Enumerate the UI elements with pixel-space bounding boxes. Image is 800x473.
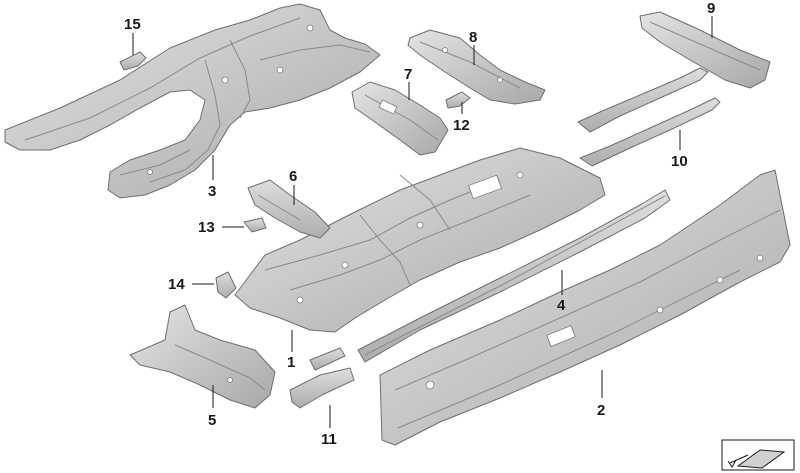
part-bracket-12 <box>445 91 471 109</box>
part-crossmember-7 <box>351 81 449 156</box>
callout-14: 14 <box>168 276 185 293</box>
callout-5: 5 <box>208 412 216 429</box>
callout-15: 15 <box>124 16 141 33</box>
callout-3: 3 <box>208 183 216 200</box>
callout-4: 4 <box>557 297 566 314</box>
callout-2: 2 <box>597 402 605 419</box>
callout-11: 11 <box>321 431 337 448</box>
callout-7: 7 <box>404 66 412 83</box>
orientation-icon <box>721 439 795 471</box>
callout-9: 9 <box>707 0 715 17</box>
part-bracket-15 <box>119 51 147 71</box>
part-side-panel-2 <box>379 169 791 446</box>
part-rails-10 <box>577 67 721 167</box>
part-main-floor <box>234 147 606 333</box>
callout-12: 12 <box>453 117 470 134</box>
callout-8: 8 <box>469 29 477 46</box>
part-bracket-13 <box>243 217 267 233</box>
part-bracket-14 <box>215 271 237 299</box>
callout-labels: 1 2 3 4 5 6 7 8 9 10 11 12 13 14 15 <box>124 0 715 448</box>
part-bracket-6 <box>247 179 331 239</box>
part-rail-8 <box>407 29 546 105</box>
part-rail-9 <box>639 11 771 89</box>
callout-1: 1 <box>287 354 295 371</box>
callout-13: 13 <box>198 219 215 236</box>
part-sill-rail-4 <box>357 189 671 363</box>
part-front-frame <box>4 3 381 199</box>
leader-lines <box>132 16 713 428</box>
callout-6: 6 <box>289 168 297 185</box>
part-bracket-5 <box>129 304 276 409</box>
callout-10: 10 <box>671 153 688 170</box>
part-bracket-11 <box>289 347 355 409</box>
